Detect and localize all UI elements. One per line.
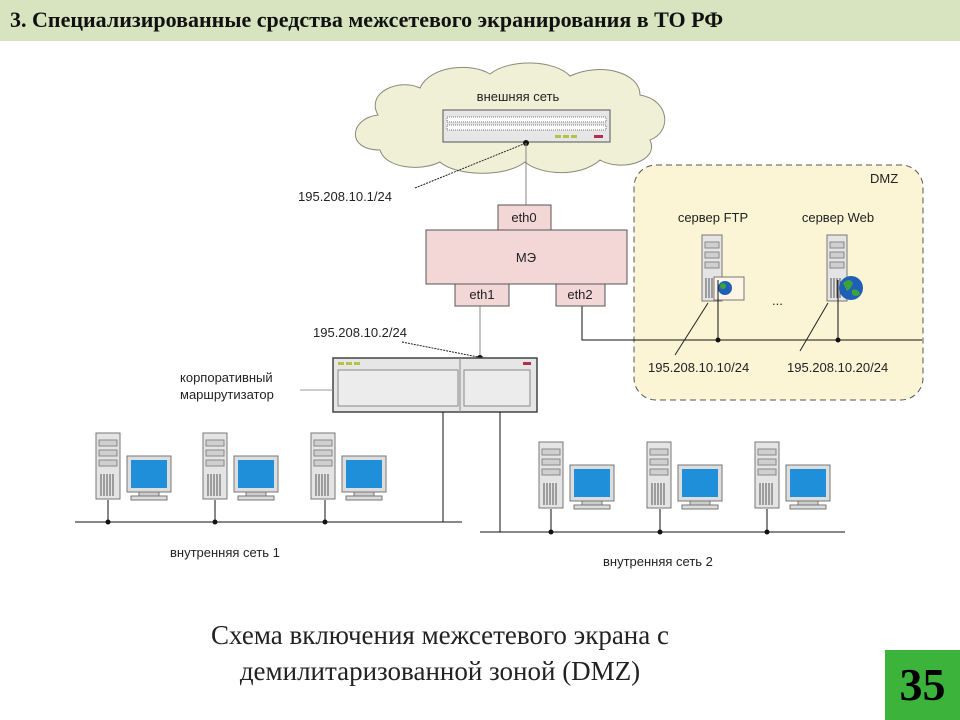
- workstation-icon: [538, 441, 615, 510]
- slide-title: 3. Специализированные средства межсетево…: [10, 7, 724, 32]
- eth2-label: eth2: [567, 287, 592, 302]
- caption-line1: Схема включения межсетевого экрана с: [211, 620, 669, 650]
- eth0-label: eth0: [511, 210, 536, 225]
- firewall-box: [425, 229, 628, 285]
- router-label-line1: корпоративный: [180, 370, 273, 385]
- dmz-zone: [633, 164, 924, 401]
- corporate-router-icon: [332, 357, 538, 413]
- web-ip-label: 195.208.10.20/24: [787, 360, 888, 375]
- external-router-icon: [442, 109, 611, 143]
- page-number-badge: 35: [885, 650, 960, 720]
- router-label-line2: маршрутизатор: [180, 387, 274, 402]
- workstation-icon: [202, 432, 279, 501]
- internal-network-2-label: внутренняя сеть 2: [603, 554, 713, 569]
- external-network-label: внешняя сеть: [477, 89, 560, 104]
- workstation-icon: [754, 441, 831, 510]
- caption-line2: демилитаризованной зоной (DMZ): [239, 656, 641, 686]
- external-ip-label: 195.208.10.1/24: [298, 189, 392, 204]
- workstation-icon: [310, 432, 387, 501]
- workstation-icon: [646, 441, 723, 510]
- globe-icon: [839, 276, 863, 300]
- eth1-label: eth1: [469, 287, 494, 302]
- ftp-ip-label: 195.208.10.10/24: [648, 360, 749, 375]
- firewall-label: МЭ: [516, 250, 536, 265]
- dmz-label: DMZ: [870, 171, 898, 186]
- eth2-port: [555, 283, 606, 307]
- more-servers-ellipsis: ...: [772, 293, 783, 308]
- title-bar: 3. Специализированные средства межсетево…: [0, 0, 960, 41]
- web-server-label: сервер Web: [802, 210, 874, 225]
- eth0-port: [497, 204, 552, 231]
- workstation-icon: [95, 432, 172, 501]
- eth1-port: [454, 283, 510, 307]
- internal-network-1-label: внутренняя сеть 1: [170, 545, 280, 560]
- ftp-server-label: сервер FTP: [678, 210, 748, 225]
- page-number: 35: [899, 659, 946, 710]
- router-ip-label: 195.208.10.2/24: [313, 325, 407, 340]
- folder-icon: [713, 276, 745, 301]
